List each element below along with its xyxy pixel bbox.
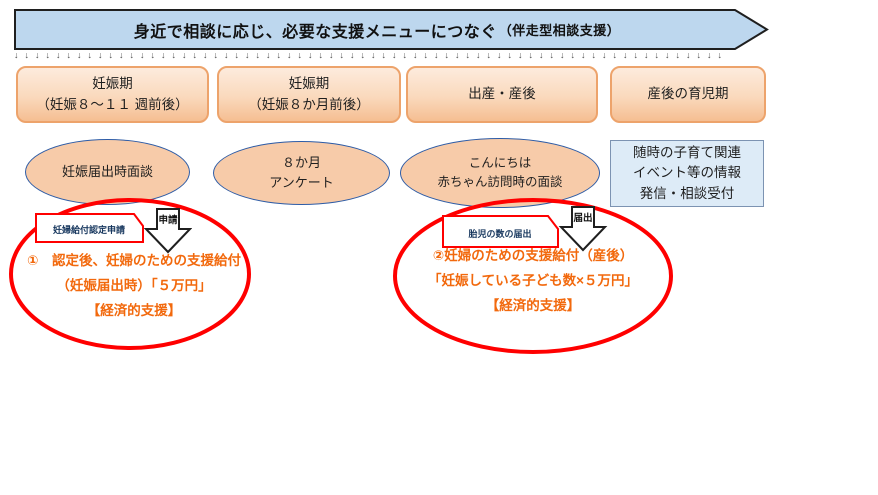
down-arrow-label: 届出 — [573, 212, 592, 224]
highlight-oval-stroke — [393, 198, 673, 354]
contact-oval-8month-survey: ８か月 アンケート — [213, 141, 390, 205]
down-arrow-shape — [558, 206, 608, 252]
banner-title: 身近で相談に応じ、必要な支援メニューにつなぐ（伴走型相談支援） — [14, 9, 740, 50]
benefit-line: 「妊娠している子ども数×５万円」 — [428, 273, 638, 288]
stage-box-pregnancy-early: 妊娠期 （妊娠８～１１ 週前後） — [16, 66, 209, 123]
banner-title-main: 身近で相談に応じ、必要な支援メニューにつなぐ — [133, 23, 497, 41]
benefit-line: 【経済的支援】 — [86, 303, 182, 318]
benefit2-description: ②妊婦のための支援給付（産後） 「妊娠している子ども数×５万円」 【経済的支援】 — [398, 243, 668, 318]
stage-label: 出産・産後 — [468, 86, 536, 102]
highlight-oval-benefit2 — [393, 198, 673, 354]
info-line: イベント等の情報 — [633, 165, 741, 181]
benefit1-description: ① 認定後、妊婦のための支援給付 （妊娠届出時）「５万円」 【経済的支援】 — [12, 248, 256, 323]
stage-sublabel: （妊娠８か月前後） — [248, 96, 370, 112]
contact-oval-registration-interview: 妊娠届出時面談 — [25, 139, 190, 205]
down-arrows-divider: ↓↓↓↓↓↓↓↓↓↓↓↓↓↓↓↓↓↓↓↓↓↓↓↓↓↓↓↓↓↓↓↓↓↓↓↓↓↓↓↓… — [14, 50, 728, 60]
oval-label: 妊娠届出時面談 — [61, 163, 153, 179]
stage-label: 妊娠期 — [288, 76, 330, 92]
info-line: 随時の子育て関連 — [633, 145, 741, 161]
banner-arrow-polygon — [14, 9, 769, 50]
contact-oval-baby-visit-interview: こんにちは 赤ちゃん訪問時の面談 — [400, 138, 600, 208]
highlight-oval-benefit1 — [9, 198, 251, 350]
down-arrow-apply-icon: 申請 — [144, 208, 192, 254]
stage-box-childcare-period: 産後の育児期 — [610, 66, 766, 123]
info-box-childcare-events: 随時の子育て関連 イベント等の情報 発信・相談受付 — [610, 140, 764, 207]
oval-label: 赤ちゃん訪問時の面談 — [437, 175, 563, 189]
banner-title-sub: （伴走型相談支援） — [498, 23, 621, 38]
oval-label: ８か月 — [281, 154, 321, 170]
banner-arrow-shape — [14, 9, 769, 50]
tag-shape — [35, 213, 144, 243]
oval-label: こんにちは — [468, 155, 532, 170]
stage-box-birth-postpartum: 出産・産後 — [406, 66, 598, 123]
tag-label: 妊婦給付認定申請 — [53, 224, 125, 235]
info-line: 発信・相談受付 — [639, 185, 735, 201]
down-arrow-notify-icon: 届出 — [558, 206, 608, 252]
stage-box-pregnancy-8months: 妊娠期 （妊娠８か月前後） — [217, 66, 401, 123]
stage-label: 産後の育児期 — [647, 86, 729, 102]
tag-benefit2-notification: 胎児の数の届出 — [442, 215, 559, 248]
tag-label: 胎児の数の届出 — [467, 228, 531, 239]
tag-shape — [442, 215, 559, 248]
benefit-line: ②妊婦のための支援給付（産後） — [432, 248, 634, 263]
down-arrow-shape — [144, 208, 192, 254]
benefit-line: ① 認定後、妊婦のための支援給付 — [27, 253, 241, 268]
down-arrow-label: 申請 — [158, 214, 178, 226]
benefit-line: （妊娠届出時）「５万円」 — [56, 278, 212, 293]
oval-label: アンケート — [269, 175, 334, 190]
tag-benefit1-application: 妊婦給付認定申請 — [35, 213, 144, 243]
stage-label: 妊娠期 — [92, 76, 133, 92]
benefit-line: 【経済的支援】 — [485, 298, 581, 313]
stage-sublabel: （妊娠８～１１ 週前後） — [36, 96, 189, 112]
highlight-oval-stroke — [9, 198, 251, 350]
